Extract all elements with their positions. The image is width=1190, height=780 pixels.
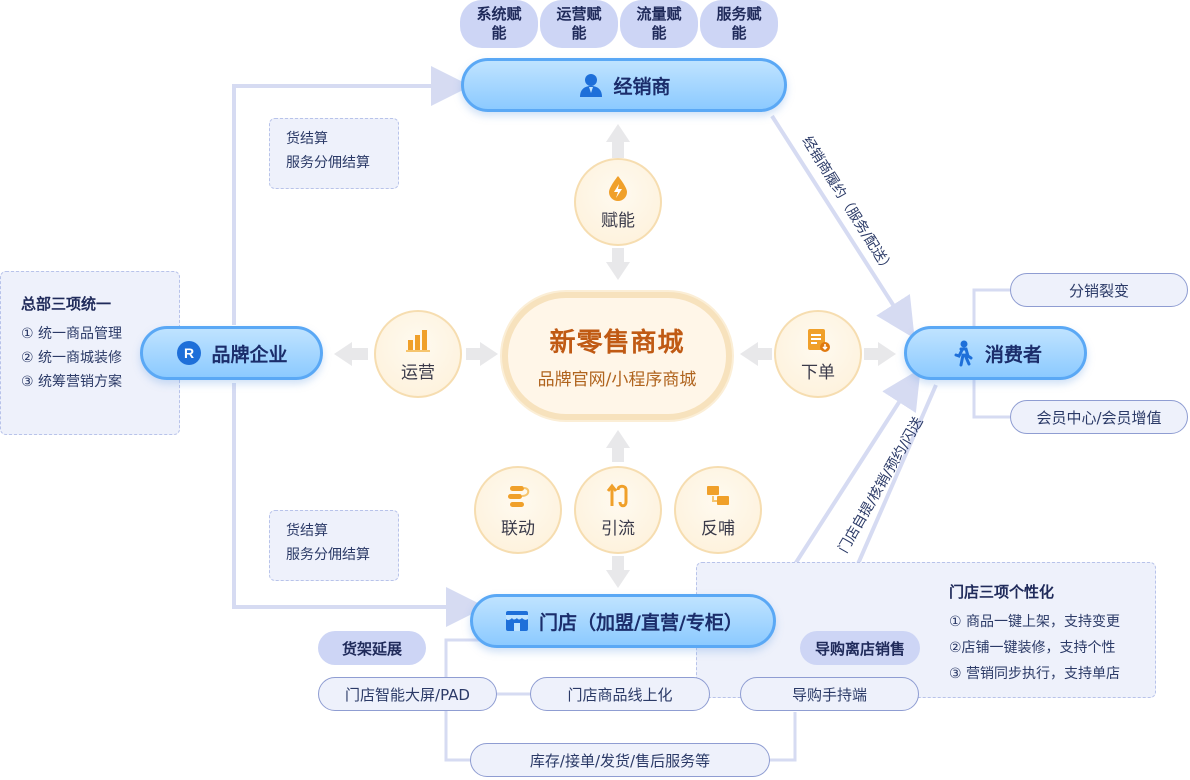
- store-to-consumer-label: 门店自提/核销/预约/闪送: [836, 414, 927, 556]
- pill-label: 货架延展: [341, 639, 402, 658]
- pill-label: 分销裂变: [1068, 281, 1129, 300]
- feedback-label: 反哺: [701, 518, 735, 539]
- stacked-boxes-icon: [707, 485, 729, 505]
- settlement-box-top: 货结算 服务分佣结算: [269, 118, 399, 189]
- operate-label: 运营: [401, 362, 435, 383]
- linkage-circle: 联动: [474, 466, 562, 554]
- store-personal-item: ②店铺一键装修，支持个性: [949, 640, 1116, 656]
- capability-operation: 运营赋能: [540, 0, 618, 48]
- pill-label: 库存/接单/发货/售后服务等: [529, 751, 711, 770]
- pill-label: 导购离店销售: [814, 639, 905, 658]
- center-subtitle: 品牌官网/小程序商城: [537, 370, 697, 390]
- settlement-item: 货结算: [286, 523, 328, 539]
- arrow-up-bottom: [606, 430, 630, 462]
- store-personal-item: ① 商品一键上架，支持变更: [949, 614, 1121, 630]
- dealer-person-icon: [580, 74, 603, 97]
- brand-to-store-line: [232, 383, 486, 627]
- online-goods-pill: 门店商品线上化: [530, 677, 710, 711]
- member-center-pill: 会员中心/会员增值: [1010, 400, 1188, 434]
- pill-label: 导购手持端: [791, 685, 867, 704]
- order-label: 下单: [801, 362, 835, 383]
- feedback-circle: 反哺: [674, 466, 762, 554]
- capability-label: 系统赋能: [476, 5, 522, 42]
- operate-circle: 运营: [374, 310, 462, 398]
- guide-sales-pill: 导购离店销售: [800, 631, 920, 665]
- services-pill: 库存/接单/发货/售后服务等: [470, 743, 770, 777]
- flow-arrows-icon: [606, 483, 628, 507]
- capability-label: 运营赋能: [556, 5, 602, 42]
- brand-to-dealer-line: [232, 66, 471, 325]
- capability-label: 服务赋能: [716, 5, 762, 42]
- pill-label: 门店商品线上化: [567, 685, 673, 704]
- capability-service: 服务赋能: [700, 0, 778, 48]
- arrow-left-operate: [334, 342, 368, 366]
- hq-title: 总部三项统一: [21, 295, 112, 313]
- new-retail-mall-center: 新零售商城 品牌官网/小程序商城: [502, 292, 732, 420]
- arrow-right-operate: [466, 342, 498, 366]
- arrow-left-order: [740, 342, 772, 366]
- capability-label: 流量赋能: [636, 5, 682, 42]
- center-title: 新零售商城: [549, 328, 685, 358]
- distribution-fission-pill: 分销裂变: [1010, 273, 1188, 307]
- settlement-item: 服务分佣结算: [286, 547, 370, 563]
- arrow-right-order: [864, 342, 896, 366]
- dealer-to-consumer-line: [770, 114, 915, 339]
- hq-item: ② 统一商城装修: [21, 350, 123, 366]
- linkage-label: 联动: [501, 518, 535, 539]
- walking-person-icon: [954, 340, 973, 367]
- empower-label: 赋能: [601, 210, 635, 231]
- capability-system: 系统赋能: [460, 0, 538, 48]
- settlement-box-bottom: 货结算 服务分佣结算: [269, 510, 399, 581]
- shelf-extension-pill: 货架延展: [318, 631, 426, 665]
- hq-item: ① 统一商品管理: [21, 326, 123, 342]
- dealer-label: 经销商: [613, 75, 671, 98]
- bar-chart-icon: [406, 329, 430, 352]
- empower-circle: 赋能: [574, 158, 662, 246]
- store-personal-item: ③ 营销同步执行，支持单店: [949, 666, 1121, 682]
- consumer-node: 消费者: [904, 326, 1087, 380]
- brand-label: 品牌企业: [211, 343, 288, 366]
- arrow-down-bottom: [606, 556, 630, 588]
- svg-text:R: R: [184, 345, 194, 361]
- lightning-drop-icon: [609, 175, 627, 201]
- dealer-to-consumer-label: 经销商履约（服务/配送）: [799, 134, 897, 277]
- hq-item: ③ 统筹营销方案: [21, 374, 123, 390]
- capability-traffic: 流量赋能: [620, 0, 698, 48]
- storefront-icon: [506, 611, 529, 631]
- linked-bars-icon: [508, 485, 530, 507]
- pill-label: 会员中心/会员增值: [1036, 408, 1162, 427]
- order-document-icon: [808, 328, 830, 352]
- brand-node: R 品牌企业: [140, 326, 323, 380]
- settlement-item: 货结算: [286, 131, 328, 147]
- store-label: 门店（加盟/直营/专柜）: [539, 611, 743, 634]
- settlement-item: 服务分佣结算: [286, 155, 370, 171]
- traffic-label: 引流: [601, 518, 635, 539]
- order-circle: 下单: [774, 310, 862, 398]
- arrow-down-top: [606, 248, 630, 280]
- pill-label: 门店智能大屏/PAD: [345, 685, 470, 704]
- store-personal-title: 门店三项个性化: [949, 583, 1055, 601]
- consumer-label: 消费者: [984, 343, 1042, 366]
- arrow-up-top: [606, 124, 630, 158]
- guide-terminal-pill: 导购手持端: [740, 677, 919, 711]
- registered-r-icon: R: [177, 341, 202, 365]
- store-node: 门店（加盟/直营/专柜）: [470, 594, 776, 648]
- bottom-connector-3: [770, 712, 797, 762]
- traffic-circle: 引流: [574, 466, 662, 554]
- dealer-node: 经销商: [461, 58, 787, 112]
- smart-screen-pill: 门店智能大屏/PAD: [318, 677, 497, 711]
